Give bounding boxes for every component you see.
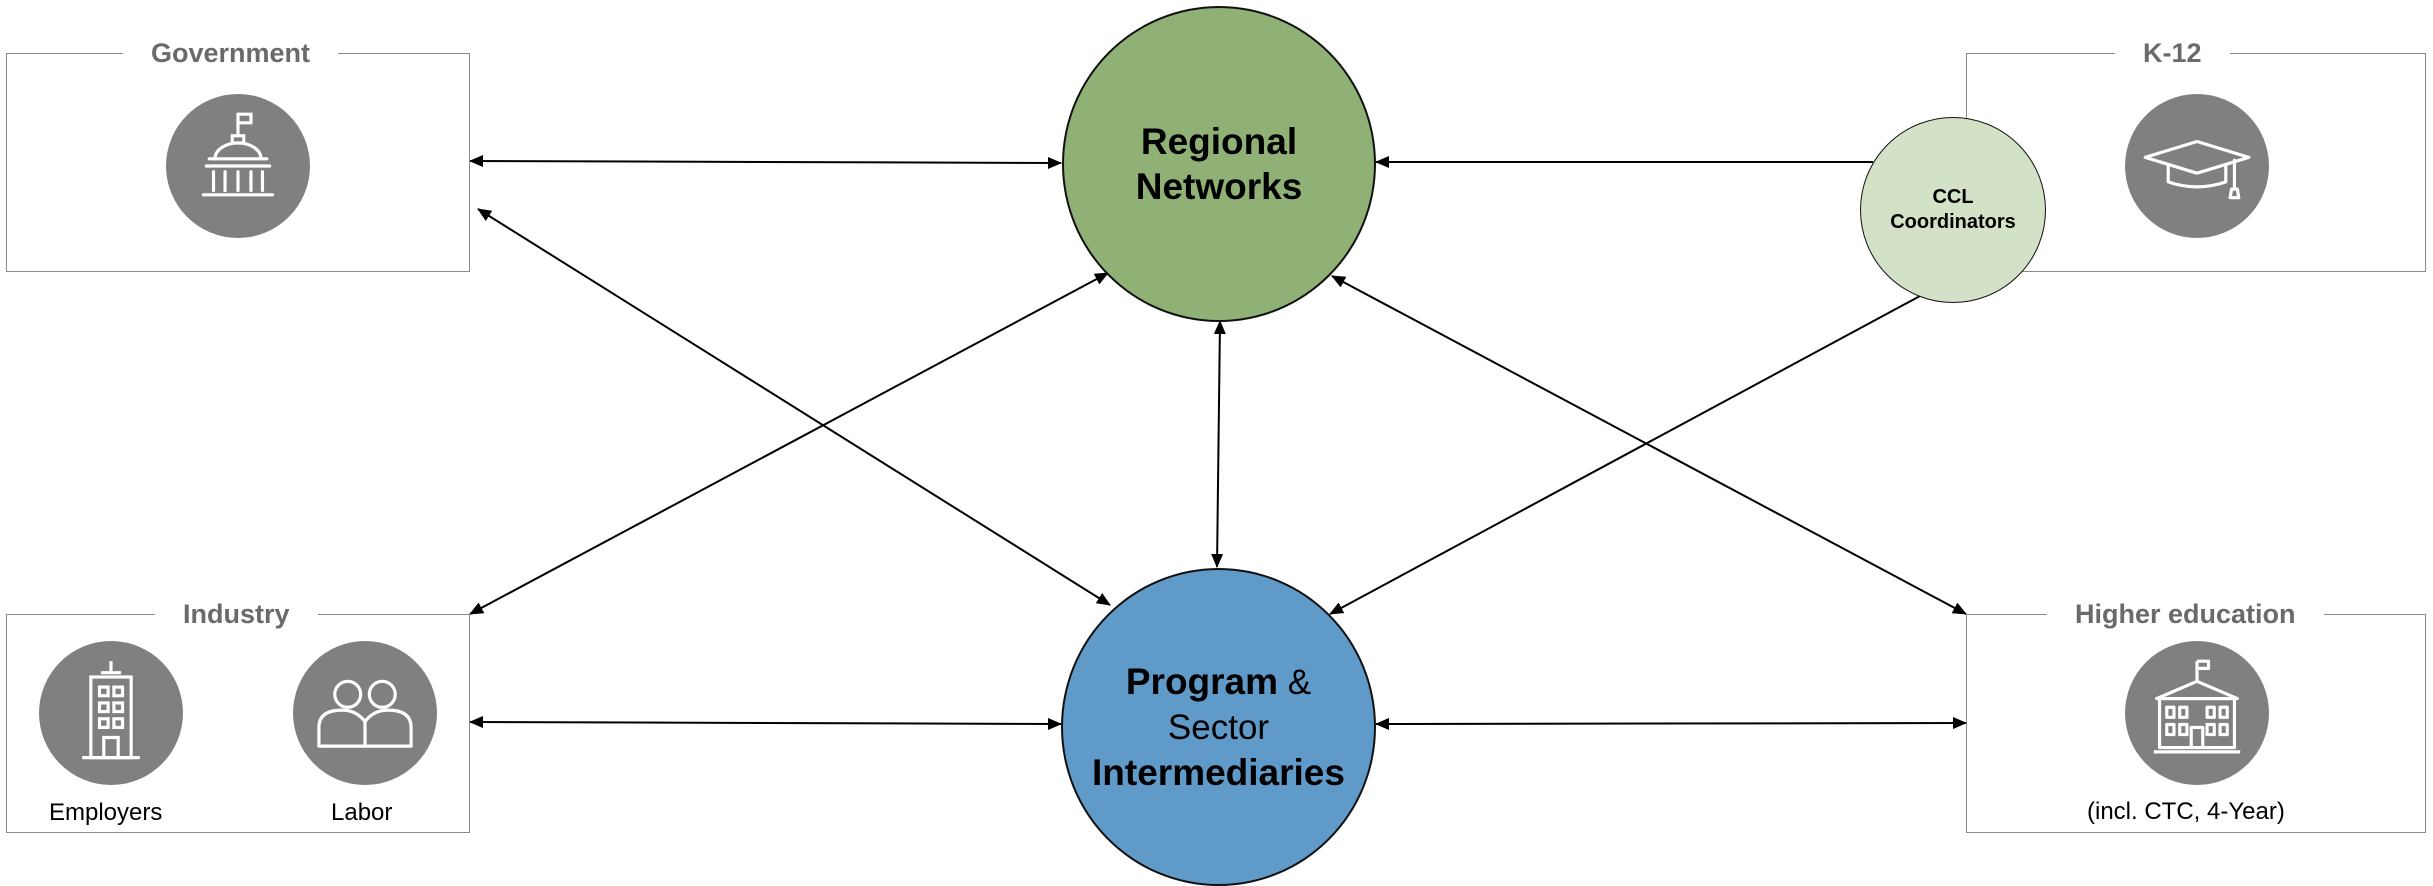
- regional-networks-line1: Regional: [1140, 121, 1298, 162]
- arrow-government-program: [477, 208, 1111, 606]
- sector-word: Sector: [1167, 708, 1270, 747]
- higher-education-title: Higher education: [2047, 597, 2324, 631]
- higher-education-caption: (incl. CTC, 4-Year): [2081, 797, 2291, 827]
- regional-networks-line2: Networks: [1135, 166, 1303, 207]
- k12-title: K-12: [2115, 36, 2230, 70]
- arrow-regional-program: [1211, 320, 1226, 568]
- ampersand: &: [1278, 663, 1312, 702]
- program-line1: Program &: [1126, 659, 1311, 705]
- people-icon: [293, 641, 437, 785]
- arrow-regional-higher: [1331, 275, 1967, 615]
- arrow-industry-regional: [469, 272, 1109, 615]
- arrow-ccl-program: [1329, 295, 1921, 615]
- regional-networks-node: Regional Networks: [1062, 6, 1376, 322]
- ccl-line1: CCL: [1932, 186, 1974, 208]
- graduation-cap-icon: [2125, 94, 2269, 238]
- arrow-government-regional: [469, 155, 1062, 169]
- employers-label: Employers: [43, 798, 169, 828]
- industry-box: Industry: [6, 597, 470, 833]
- ccl-coordinators-node: CCL Coordinators: [1860, 117, 2046, 303]
- labor-label: Labor: [325, 798, 399, 828]
- arrow-program-higher: [1375, 717, 1967, 730]
- arrow-industry-program: [469, 716, 1062, 730]
- k12-box: K-12: [1966, 36, 2426, 272]
- higher-education-box: Higher education (incl. CTC, 4-Year): [1966, 597, 2426, 833]
- program-sector-intermediaries-node: Program & Sector Intermediaries: [1061, 568, 1376, 886]
- intermediaries-word: Intermediaries: [1092, 752, 1345, 793]
- government-title: Government: [123, 36, 339, 70]
- program-word: Program: [1125, 661, 1279, 702]
- industry-title: Industry: [155, 597, 318, 631]
- capitol-building-icon: [166, 94, 310, 238]
- office-building-icon: [39, 641, 183, 785]
- government-box: Government: [6, 36, 470, 272]
- university-building-icon: [2125, 641, 2269, 785]
- ccl-line2: Coordinators: [1890, 211, 2016, 233]
